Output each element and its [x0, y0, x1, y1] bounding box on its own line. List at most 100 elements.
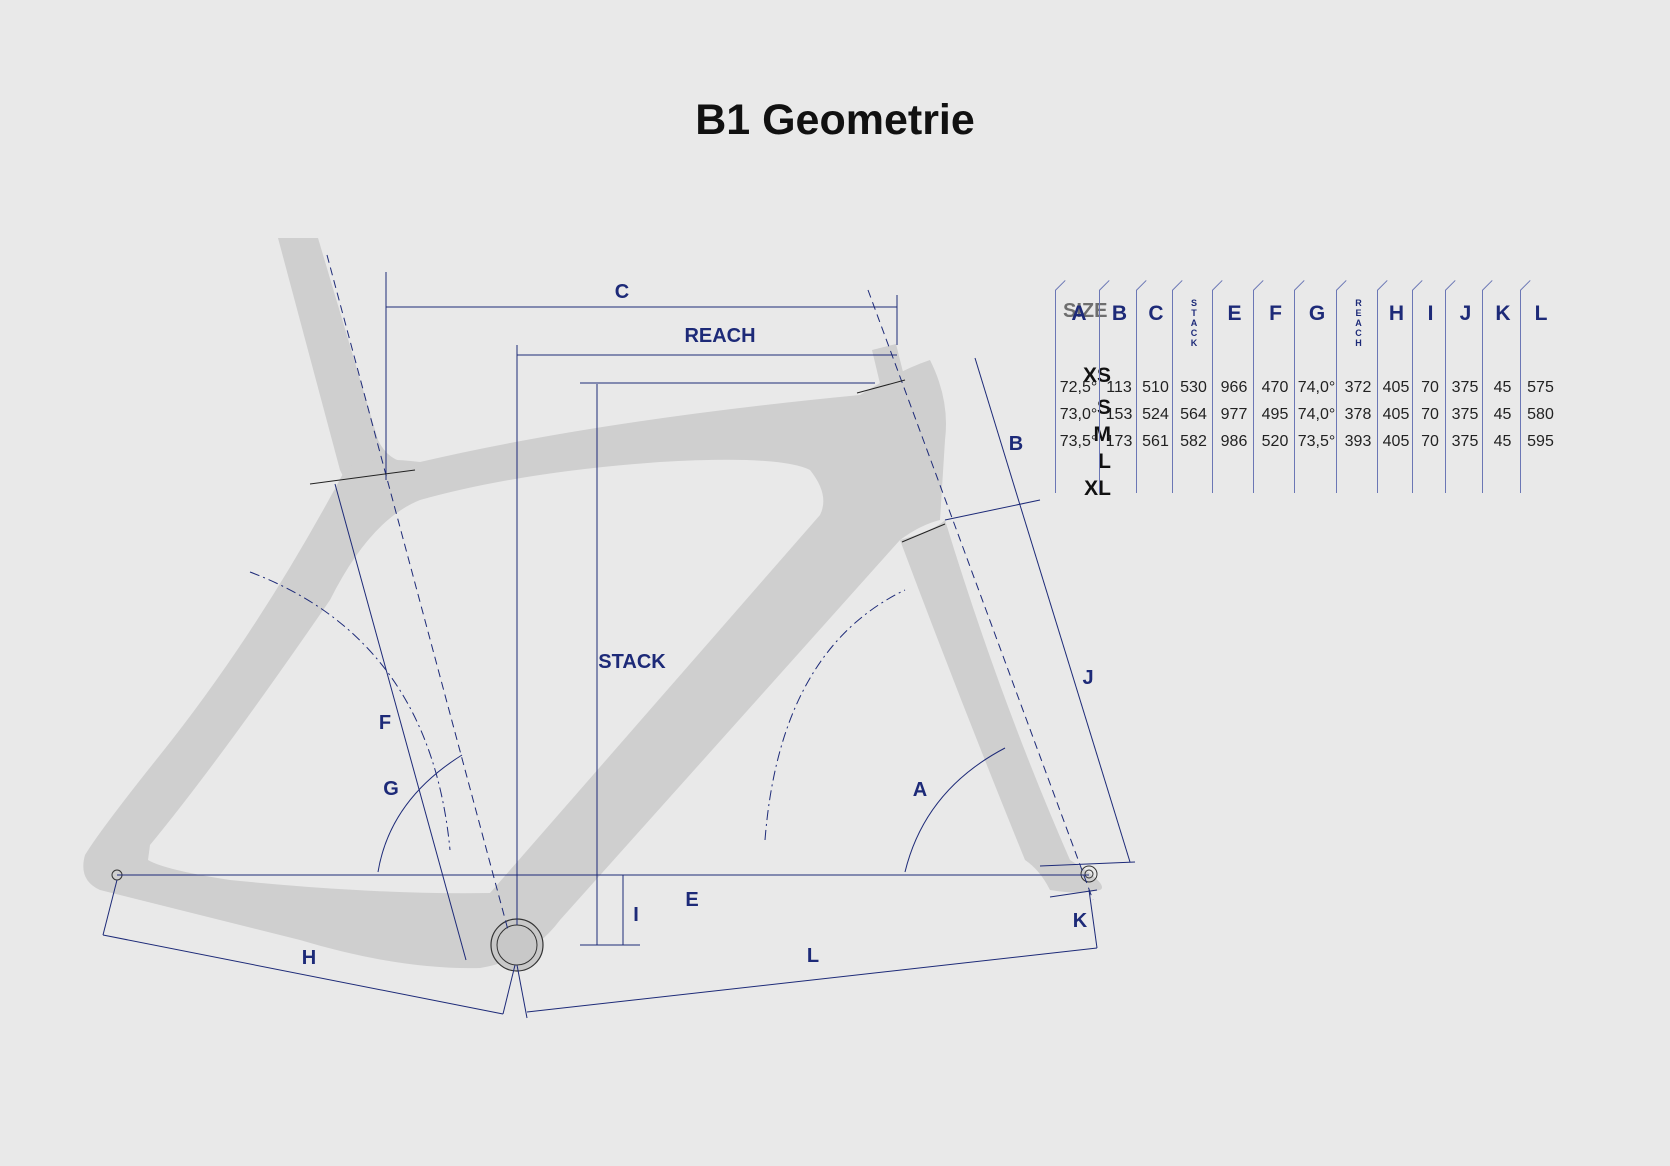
table-cell: 405 — [1382, 433, 1410, 450]
table-cell: 73,0° — [1059, 406, 1098, 423]
column-divider — [1253, 290, 1254, 493]
column-divider — [1294, 290, 1295, 493]
dimension-lines — [102, 254, 1136, 1019]
table-cell: 45 — [1493, 406, 1512, 423]
table-cell: 524 — [1142, 406, 1169, 423]
label-j: J — [1082, 667, 1093, 689]
table-cell: 530 — [1180, 379, 1207, 396]
label-h: H — [302, 947, 316, 969]
column-divider — [1136, 290, 1137, 493]
label-i: I — [633, 904, 639, 926]
column-divider-cap — [1445, 280, 1456, 291]
column-header: F — [1269, 302, 1282, 325]
table-cell: 74,0° — [1297, 406, 1336, 423]
label-e: E — [685, 889, 698, 911]
table-cell: 45 — [1493, 379, 1512, 396]
column-header: E — [1227, 302, 1242, 325]
label-b: B — [1009, 433, 1023, 455]
column-divider-cap — [1482, 280, 1493, 291]
column-divider-cap — [1336, 280, 1347, 291]
column-divider — [1212, 290, 1213, 493]
fork — [900, 520, 1102, 893]
main-frame — [83, 360, 946, 969]
size-label: XS — [1082, 364, 1111, 387]
size-label: L — [1098, 450, 1111, 473]
column-divider-cap — [1412, 280, 1423, 291]
table-cell: 73,5° — [1297, 433, 1336, 450]
table-cell: 580 — [1527, 406, 1554, 423]
table-cell: 495 — [1261, 406, 1289, 423]
table-cell: 405 — [1382, 379, 1410, 396]
front-axle — [1080, 865, 1098, 883]
table-cell: 977 — [1220, 406, 1248, 423]
table-cell: 986 — [1220, 433, 1248, 450]
column-divider — [1412, 290, 1413, 493]
column-header: I — [1427, 302, 1434, 325]
column-header: L — [1534, 302, 1548, 325]
column-divider-cap — [1212, 280, 1223, 291]
table-cell: 582 — [1180, 433, 1207, 450]
label-a: A — [913, 779, 927, 801]
size-label: M — [1093, 423, 1112, 446]
table-cell: 378 — [1344, 406, 1372, 423]
column-header: REACH — [1355, 298, 1362, 348]
column-divider — [1099, 290, 1100, 493]
size-header: SIZE — [1063, 300, 1108, 322]
table-cell: 595 — [1527, 433, 1554, 450]
table-cell: 375 — [1451, 433, 1479, 450]
column-divider — [1482, 290, 1483, 493]
rear-dropout — [85, 848, 123, 885]
column-divider-cap — [1294, 280, 1305, 291]
column-divider — [1336, 290, 1337, 493]
table-cell: 70 — [1421, 433, 1439, 450]
label-g: G — [383, 778, 399, 800]
column-divider — [1055, 290, 1056, 493]
column-divider-cap — [1136, 280, 1147, 291]
seat-mast — [278, 238, 430, 510]
column-divider-cap — [1055, 280, 1066, 291]
column-header: G — [1308, 302, 1326, 325]
bike-frame — [83, 238, 1102, 972]
table-cell: 375 — [1451, 379, 1479, 396]
front-axle-inner — [1084, 869, 1094, 879]
table-column: C 510 524 561 — [1136, 280, 1172, 495]
page-title: B1 Geometrie — [695, 96, 975, 144]
table-cell: 520 — [1261, 433, 1289, 450]
label-f: F — [379, 712, 391, 734]
table-cell: 173 — [1105, 433, 1133, 450]
column-header: A — [1071, 302, 1087, 325]
table-cell: 575 — [1527, 379, 1554, 396]
column-header: C — [1148, 302, 1164, 325]
table-column: F 470 495 520 — [1253, 280, 1294, 495]
head-tube-top — [872, 344, 905, 392]
table-cell: 73,5° — [1059, 433, 1098, 450]
table-column: L 575 580 595 — [1520, 280, 1558, 495]
table-cell: 375 — [1451, 406, 1479, 423]
table-cell: 70 — [1421, 406, 1439, 423]
table-cell: 561 — [1142, 433, 1169, 450]
table-cell: 153 — [1105, 406, 1133, 423]
column-header: B — [1111, 302, 1128, 325]
column-divider-cap — [1520, 280, 1531, 291]
column-divider — [1172, 290, 1173, 493]
label-reach: REACH — [684, 325, 755, 347]
table-cell: 470 — [1261, 379, 1289, 396]
bottom-bracket — [490, 918, 544, 972]
column-header: K — [1495, 302, 1511, 325]
label-c: C — [615, 281, 629, 303]
column-divider — [1445, 290, 1446, 493]
column-header: H — [1388, 302, 1405, 325]
label-l: L — [807, 945, 819, 967]
column-header: STACK — [1190, 298, 1198, 348]
table-cell: 510 — [1142, 379, 1169, 396]
table-cell: 564 — [1180, 406, 1207, 423]
column-divider — [1520, 290, 1521, 493]
size-label: XL — [1084, 477, 1111, 500]
